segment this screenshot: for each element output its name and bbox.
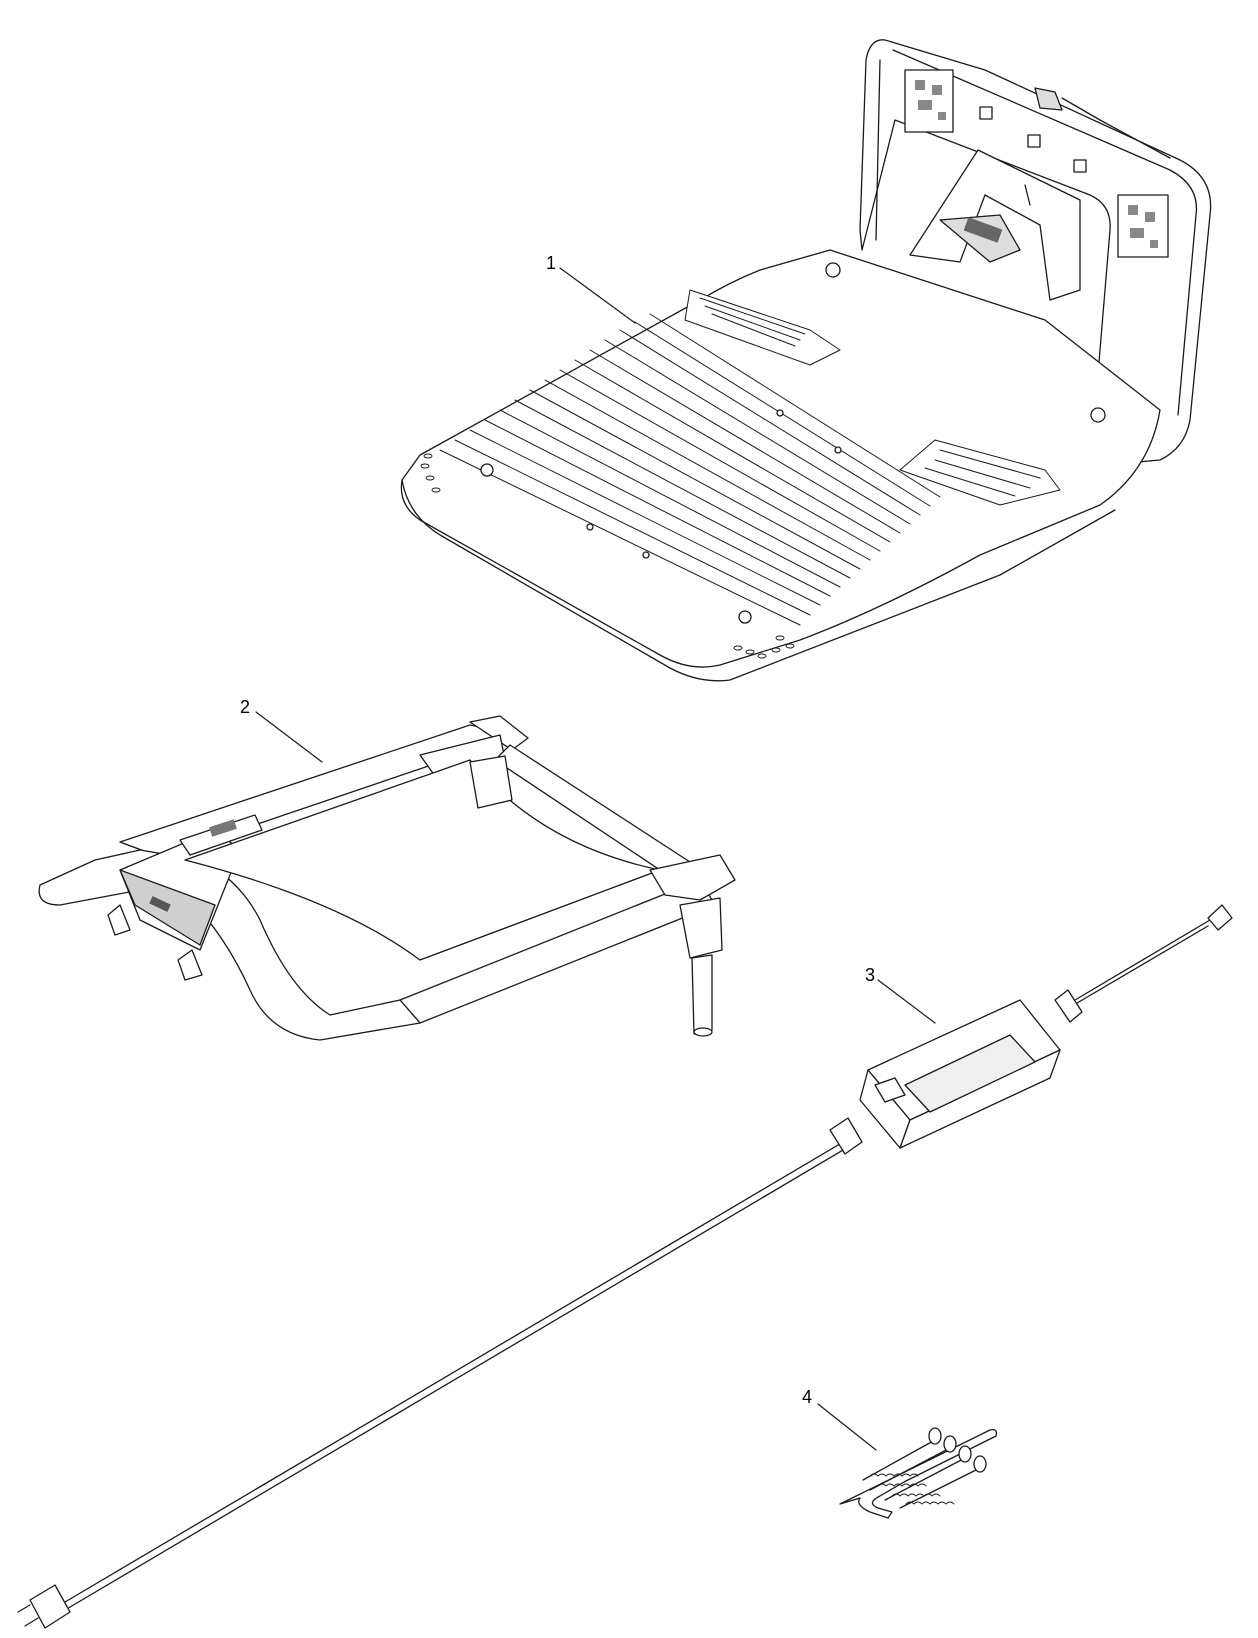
pegs-drawing (817, 1403, 998, 1519)
callout-number: 3 (865, 965, 876, 985)
power-supply-drawing (17, 904, 1233, 1629)
callout-number: 2 (240, 697, 251, 717)
callout-number: 1 (546, 253, 557, 273)
base-plate-drawing (400, 39, 1212, 682)
arm-drawing (38, 711, 736, 1041)
callout-number: 4 (802, 1387, 813, 1407)
